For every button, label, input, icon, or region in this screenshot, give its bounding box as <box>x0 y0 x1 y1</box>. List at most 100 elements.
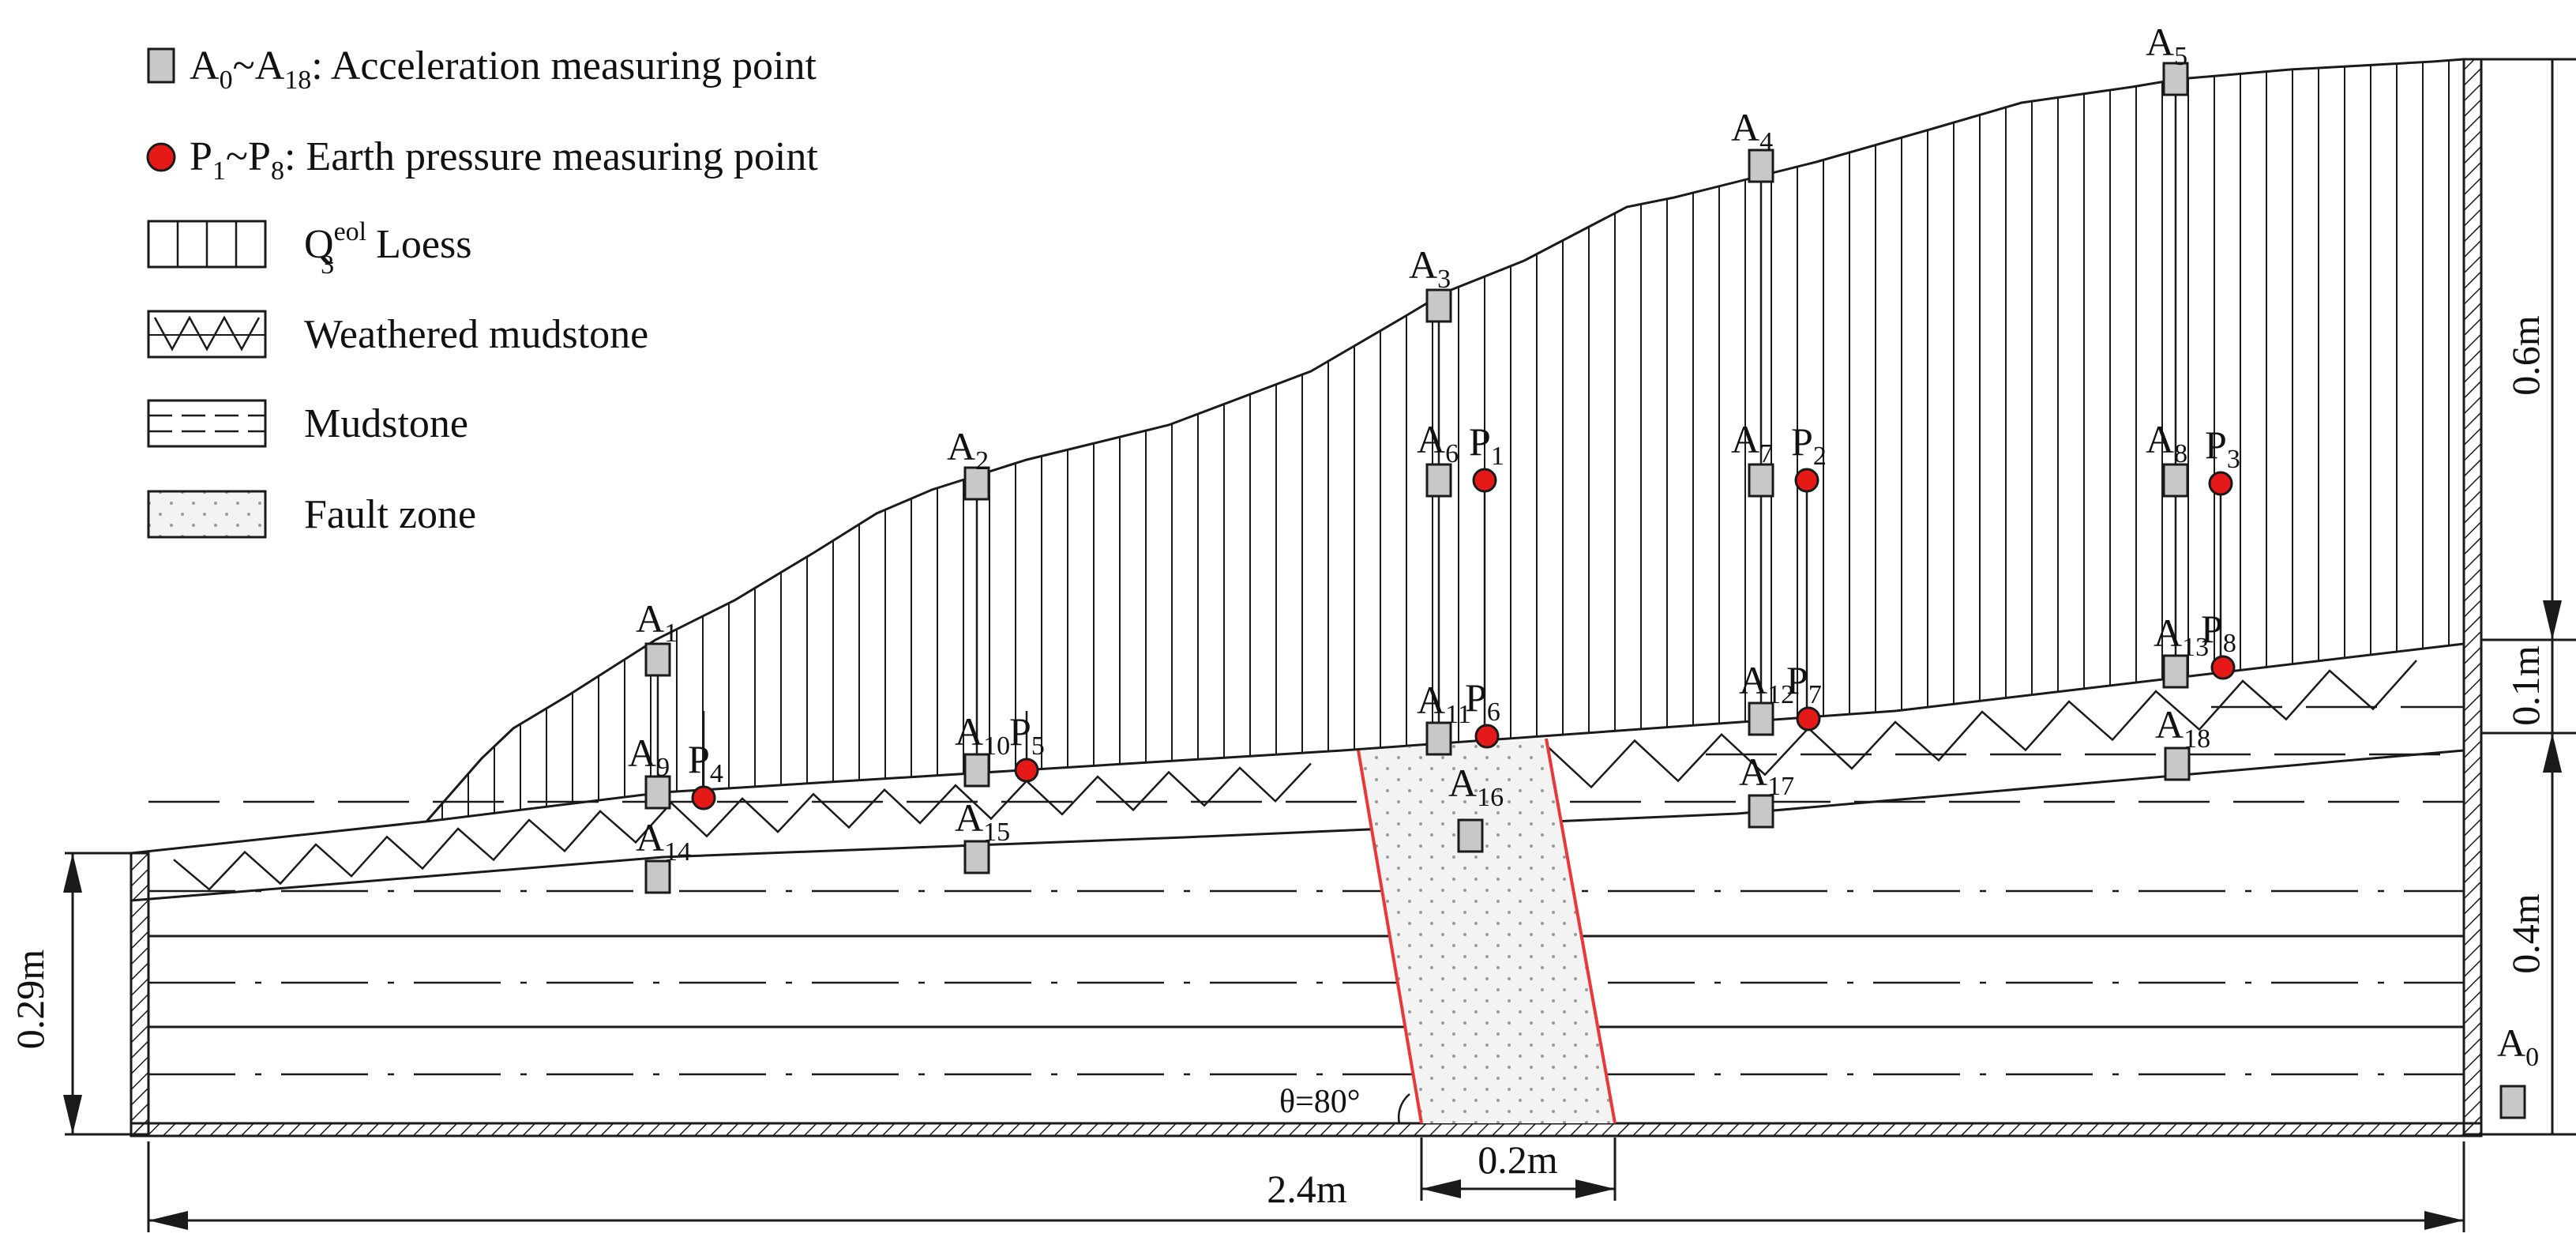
pressure-point-marker <box>1014 758 1039 783</box>
accel-point-marker <box>644 775 671 810</box>
accel-point-label: A13 <box>2154 611 2209 662</box>
accel-point-marker <box>963 466 990 501</box>
dim-right-top-label: 0.6m <box>2503 315 2548 396</box>
fault-angle-arc <box>1397 1093 1410 1124</box>
legend-swatch-box <box>147 399 267 448</box>
accel-point-label: A7 <box>1731 417 1773 468</box>
pressure-point-marker <box>2208 471 2233 496</box>
accel-point-marker <box>1425 463 1452 498</box>
pressure-point-label: P7 <box>1786 658 1822 709</box>
accel-point-label: A5 <box>2146 20 2187 71</box>
pressure-point-label: P6 <box>1465 675 1500 727</box>
arrow-head <box>2543 733 2562 773</box>
pressure-point-label: P4 <box>688 737 723 788</box>
legend-pressure-text: P1~P8: Earth pressure measuring point <box>190 134 818 186</box>
pressure-point-label: P8 <box>2201 607 2236 658</box>
pressure-point-label: P2 <box>1791 419 1827 471</box>
accel-point-marker <box>2162 654 2189 689</box>
accel-point-marker <box>2162 463 2189 498</box>
dim-right-mid-label: 0.1m <box>2503 645 2548 726</box>
arrow-head <box>148 1211 188 1230</box>
accel-point-label: A2 <box>947 424 989 476</box>
fault-left-boundary <box>1357 750 1423 1124</box>
legend-mudstone-hatch-text: Mudstone <box>304 401 468 446</box>
pressure-point-marker <box>1794 468 1819 493</box>
weathered-zigzag-right <box>1547 660 2417 789</box>
legend-weathered-zigzag <box>153 315 261 352</box>
legend-swatch-mudstone-hatch <box>147 399 267 448</box>
pressure-point-label: P5 <box>1009 709 1045 761</box>
arrow-head <box>63 1095 82 1134</box>
legend-pressure-icon <box>146 142 176 172</box>
arrow-head <box>2543 600 2562 640</box>
accel-point-marker <box>1748 463 1774 498</box>
accel-point-marker <box>1748 794 1774 829</box>
pressure-point-label: P3 <box>2205 423 2240 474</box>
legend-swatch-fault-hatch <box>147 490 267 539</box>
pressure-point-marker <box>1796 706 1821 731</box>
accel-point-marker <box>2162 62 2189 96</box>
fault-right-boundary <box>1545 738 1617 1124</box>
accel-point-label: A18 <box>2155 702 2210 754</box>
accel-point-label: A8 <box>2146 417 2187 468</box>
legend-gauge-icon <box>147 47 175 84</box>
pressure-point-marker <box>1472 468 1497 493</box>
accel-point-label: A16 <box>1448 761 1504 812</box>
accel-point-label: A9 <box>628 731 670 782</box>
accel-point-marker <box>963 840 990 874</box>
legend-fault-hatch-text: Fault zone <box>304 492 476 537</box>
pressure-point-marker <box>691 785 716 810</box>
accel-point-label: A4 <box>1731 105 1773 156</box>
fault-angle-label: θ=80° <box>1279 1084 1361 1120</box>
dim-total-length-label: 2.4m <box>1267 1167 1347 1211</box>
dimension-annotations: 2.4m 0.2m 0.29m 0.6m 0.1m 0.4m θ=80° <box>8 58 2576 1232</box>
accel-point-marker <box>644 642 671 677</box>
legend: A0~A18: Acceleration measuring pointP1~P… <box>146 43 818 539</box>
accel-point-marker <box>2499 1085 2526 1119</box>
accel-point-marker <box>963 753 990 788</box>
accel-point-label: A15 <box>955 795 1010 847</box>
dim-fault-width-label: 0.2m <box>1478 1138 1558 1182</box>
accel-point-label: A1 <box>636 596 678 648</box>
pressure-point-marker <box>1474 724 1500 749</box>
accel-point-marker <box>1425 288 1452 323</box>
left-wall <box>130 852 150 1136</box>
arrow-head <box>2424 1211 2464 1230</box>
pressure-point-label: P1 <box>1469 419 1504 471</box>
dim-right-bottom-label: 0.4m <box>2503 893 2548 974</box>
accel-point-label: A14 <box>636 815 691 867</box>
measure-lines <box>656 79 2222 798</box>
legend-swatch-loess-hatch <box>147 220 267 269</box>
base-plate <box>130 1122 2483 1138</box>
arrow-head <box>1575 1179 1615 1198</box>
legend-accel-text: A0~A18: Acceleration measuring point <box>190 43 817 95</box>
accel-point-label: A6 <box>1417 417 1459 468</box>
accel-point-marker <box>1457 818 1484 853</box>
weathered-base-line <box>130 749 2465 902</box>
accel-point-label: A10 <box>955 709 1010 761</box>
loess-base-line <box>130 642 2465 855</box>
dim-left-height-label: 0.29m <box>8 950 52 1050</box>
fault-zone-dots <box>1358 739 1615 1123</box>
accel-point-label: A3 <box>1409 243 1451 294</box>
right-wall <box>2462 58 2483 1136</box>
accel-point-label: A17 <box>1739 750 1794 801</box>
accel-point-marker <box>644 859 671 894</box>
accel-point-marker <box>2164 746 2191 781</box>
accel-point-marker <box>1425 721 1452 756</box>
pressure-point-marker <box>2210 655 2236 680</box>
legend-weathered-hatch-text: Weathered mudstone <box>304 312 648 357</box>
mudstone-layer <box>148 705 2464 1076</box>
fault-zone <box>1357 738 1617 1124</box>
accel-point-label: A11 <box>1417 678 1471 729</box>
accel-point-label: A12 <box>1739 658 1794 709</box>
accel-point-marker <box>1748 701 1774 736</box>
arrow-head <box>63 853 82 893</box>
legend-fault-dots <box>147 490 267 539</box>
accel-point-label: A0 <box>2497 1021 2539 1072</box>
legend-swatch-weathered-hatch <box>147 310 267 359</box>
